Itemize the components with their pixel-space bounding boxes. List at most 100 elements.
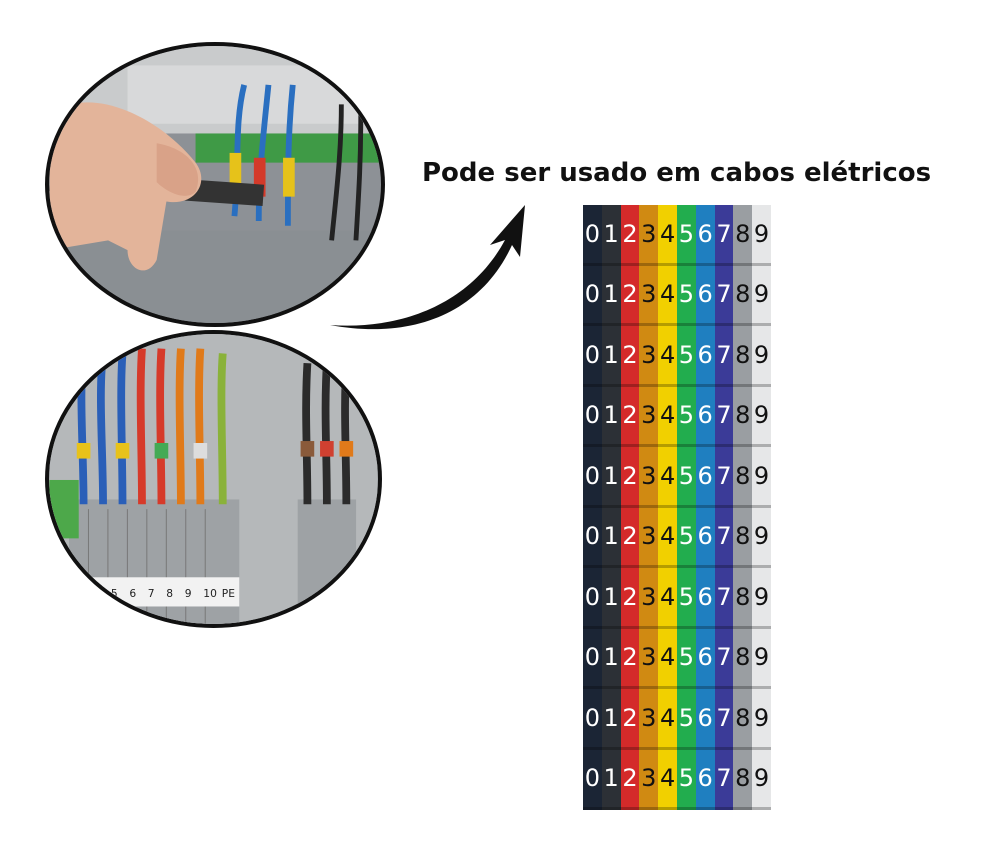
marker-digit-1: 1 — [601, 507, 621, 568]
marker-digit-1: 1 — [601, 205, 621, 266]
marker-digit-6: 6 — [695, 447, 715, 508]
marker-digit-8: 8 — [733, 689, 753, 750]
marker-digit-4: 4 — [658, 568, 677, 629]
marker-digit-2: 2 — [620, 749, 640, 810]
marker-digit-6: 6 — [695, 265, 715, 326]
marker-digit-1: 1 — [601, 386, 621, 447]
terminal-label: 6 — [129, 587, 136, 600]
marker-digit-6: 6 — [695, 689, 715, 750]
marker-digit-2: 2 — [620, 507, 640, 568]
marker-digit-3: 3 — [639, 689, 659, 750]
marker-digit-8: 8 — [733, 447, 753, 508]
marker-digit-7: 7 — [714, 689, 734, 750]
marker-digit-7: 7 — [714, 447, 734, 508]
marker-digit-0: 0 — [583, 386, 602, 447]
marker-digit-7: 7 — [714, 265, 734, 326]
marker-digit-8: 8 — [733, 205, 753, 266]
marker-digit-9: 9 — [752, 628, 771, 689]
marker-digit-7: 7 — [714, 749, 734, 810]
marker-digit-6: 6 — [695, 749, 715, 810]
marker-digit-8: 8 — [733, 326, 753, 387]
marker-digit-4: 4 — [658, 265, 677, 326]
marker-digit-3: 3 — [639, 386, 659, 447]
marker-digit-3: 3 — [639, 265, 659, 326]
marker-digit-1: 1 — [601, 749, 621, 810]
marker-digit-1: 1 — [601, 568, 621, 629]
marker-digit-1: 1 — [601, 689, 621, 750]
marker-digit-8: 8 — [733, 507, 753, 568]
curved-arrow-icon — [330, 205, 525, 330]
marker-digit-8: 8 — [733, 628, 753, 689]
marker-digit-2: 2 — [620, 265, 640, 326]
marker-digit-2: 2 — [620, 326, 640, 387]
marker-digit-5: 5 — [676, 749, 696, 810]
marker-digit-6: 6 — [695, 507, 715, 568]
marker-digit-4: 4 — [658, 628, 677, 689]
marker-digit-4: 4 — [658, 447, 677, 508]
marker-digit-7: 7 — [714, 507, 734, 568]
caption-text: Pode ser usado em cabos elétricos — [422, 158, 932, 188]
marker-digit-0: 0 — [583, 326, 602, 387]
marker-digit-1: 1 — [601, 265, 621, 326]
marker-digit-4: 4 — [658, 507, 677, 568]
marker-digit-4: 4 — [658, 326, 677, 387]
marker-digit-7: 7 — [714, 386, 734, 447]
marker-digit-1: 1 — [601, 447, 621, 508]
terminal-label: 7 — [148, 587, 155, 600]
marker-digit-3: 3 — [639, 749, 659, 810]
marker-digit-7: 7 — [714, 205, 734, 266]
marker-digit-0: 0 — [583, 689, 602, 750]
marker-digit-1: 1 — [601, 326, 621, 387]
marker-digit-9: 9 — [752, 386, 771, 447]
marker-digit-8: 8 — [733, 749, 753, 810]
marker-digit-4: 4 — [658, 689, 677, 750]
marker-digit-2: 2 — [620, 386, 640, 447]
marker-digit-6: 6 — [695, 326, 715, 387]
marker-digit-7: 7 — [714, 628, 734, 689]
marker-digit-3: 3 — [639, 447, 659, 508]
marker-digit-5: 5 — [676, 507, 696, 568]
marker-digit-5: 5 — [676, 628, 696, 689]
terminal-label: 10 — [203, 587, 217, 600]
marker-digit-0: 0 — [583, 265, 602, 326]
marker-digit-3: 3 — [639, 205, 659, 266]
marker-digit-0: 0 — [583, 507, 602, 568]
terminal-label: 8 — [166, 587, 173, 600]
marker-digit-3: 3 — [639, 507, 659, 568]
marker-digit-0: 0 — [583, 628, 602, 689]
marker-digit-3: 3 — [639, 326, 659, 387]
marker-digit-5: 5 — [676, 205, 696, 266]
terminal-label: PE — [222, 587, 235, 600]
marker-digit-4: 4 — [658, 205, 677, 266]
terminal-panel-illustration — [49, 46, 381, 323]
marker-digit-9: 9 — [752, 507, 771, 568]
marker-digit-1: 1 — [601, 628, 621, 689]
marker-digit-8: 8 — [733, 265, 753, 326]
marker-digit-2: 2 — [620, 568, 640, 629]
marker-digit-9: 9 — [752, 447, 771, 508]
marker-digit-4: 4 — [658, 749, 677, 810]
marker-digit-0: 0 — [583, 568, 602, 629]
photo-hand-applying-markers — [45, 42, 385, 327]
marker-digit-2: 2 — [620, 689, 640, 750]
marker-digit-6: 6 — [695, 386, 715, 447]
marker-digit-9: 9 — [752, 749, 771, 810]
marker-digit-3: 3 — [639, 628, 659, 689]
marker-digit-0: 0 — [583, 447, 602, 508]
marker-digit-6: 6 — [695, 568, 715, 629]
marker-digit-3: 3 — [639, 568, 659, 629]
marker-digit-2: 2 — [620, 205, 640, 266]
marker-digit-0: 0 — [583, 205, 602, 266]
marker-digit-9: 9 — [752, 326, 771, 387]
